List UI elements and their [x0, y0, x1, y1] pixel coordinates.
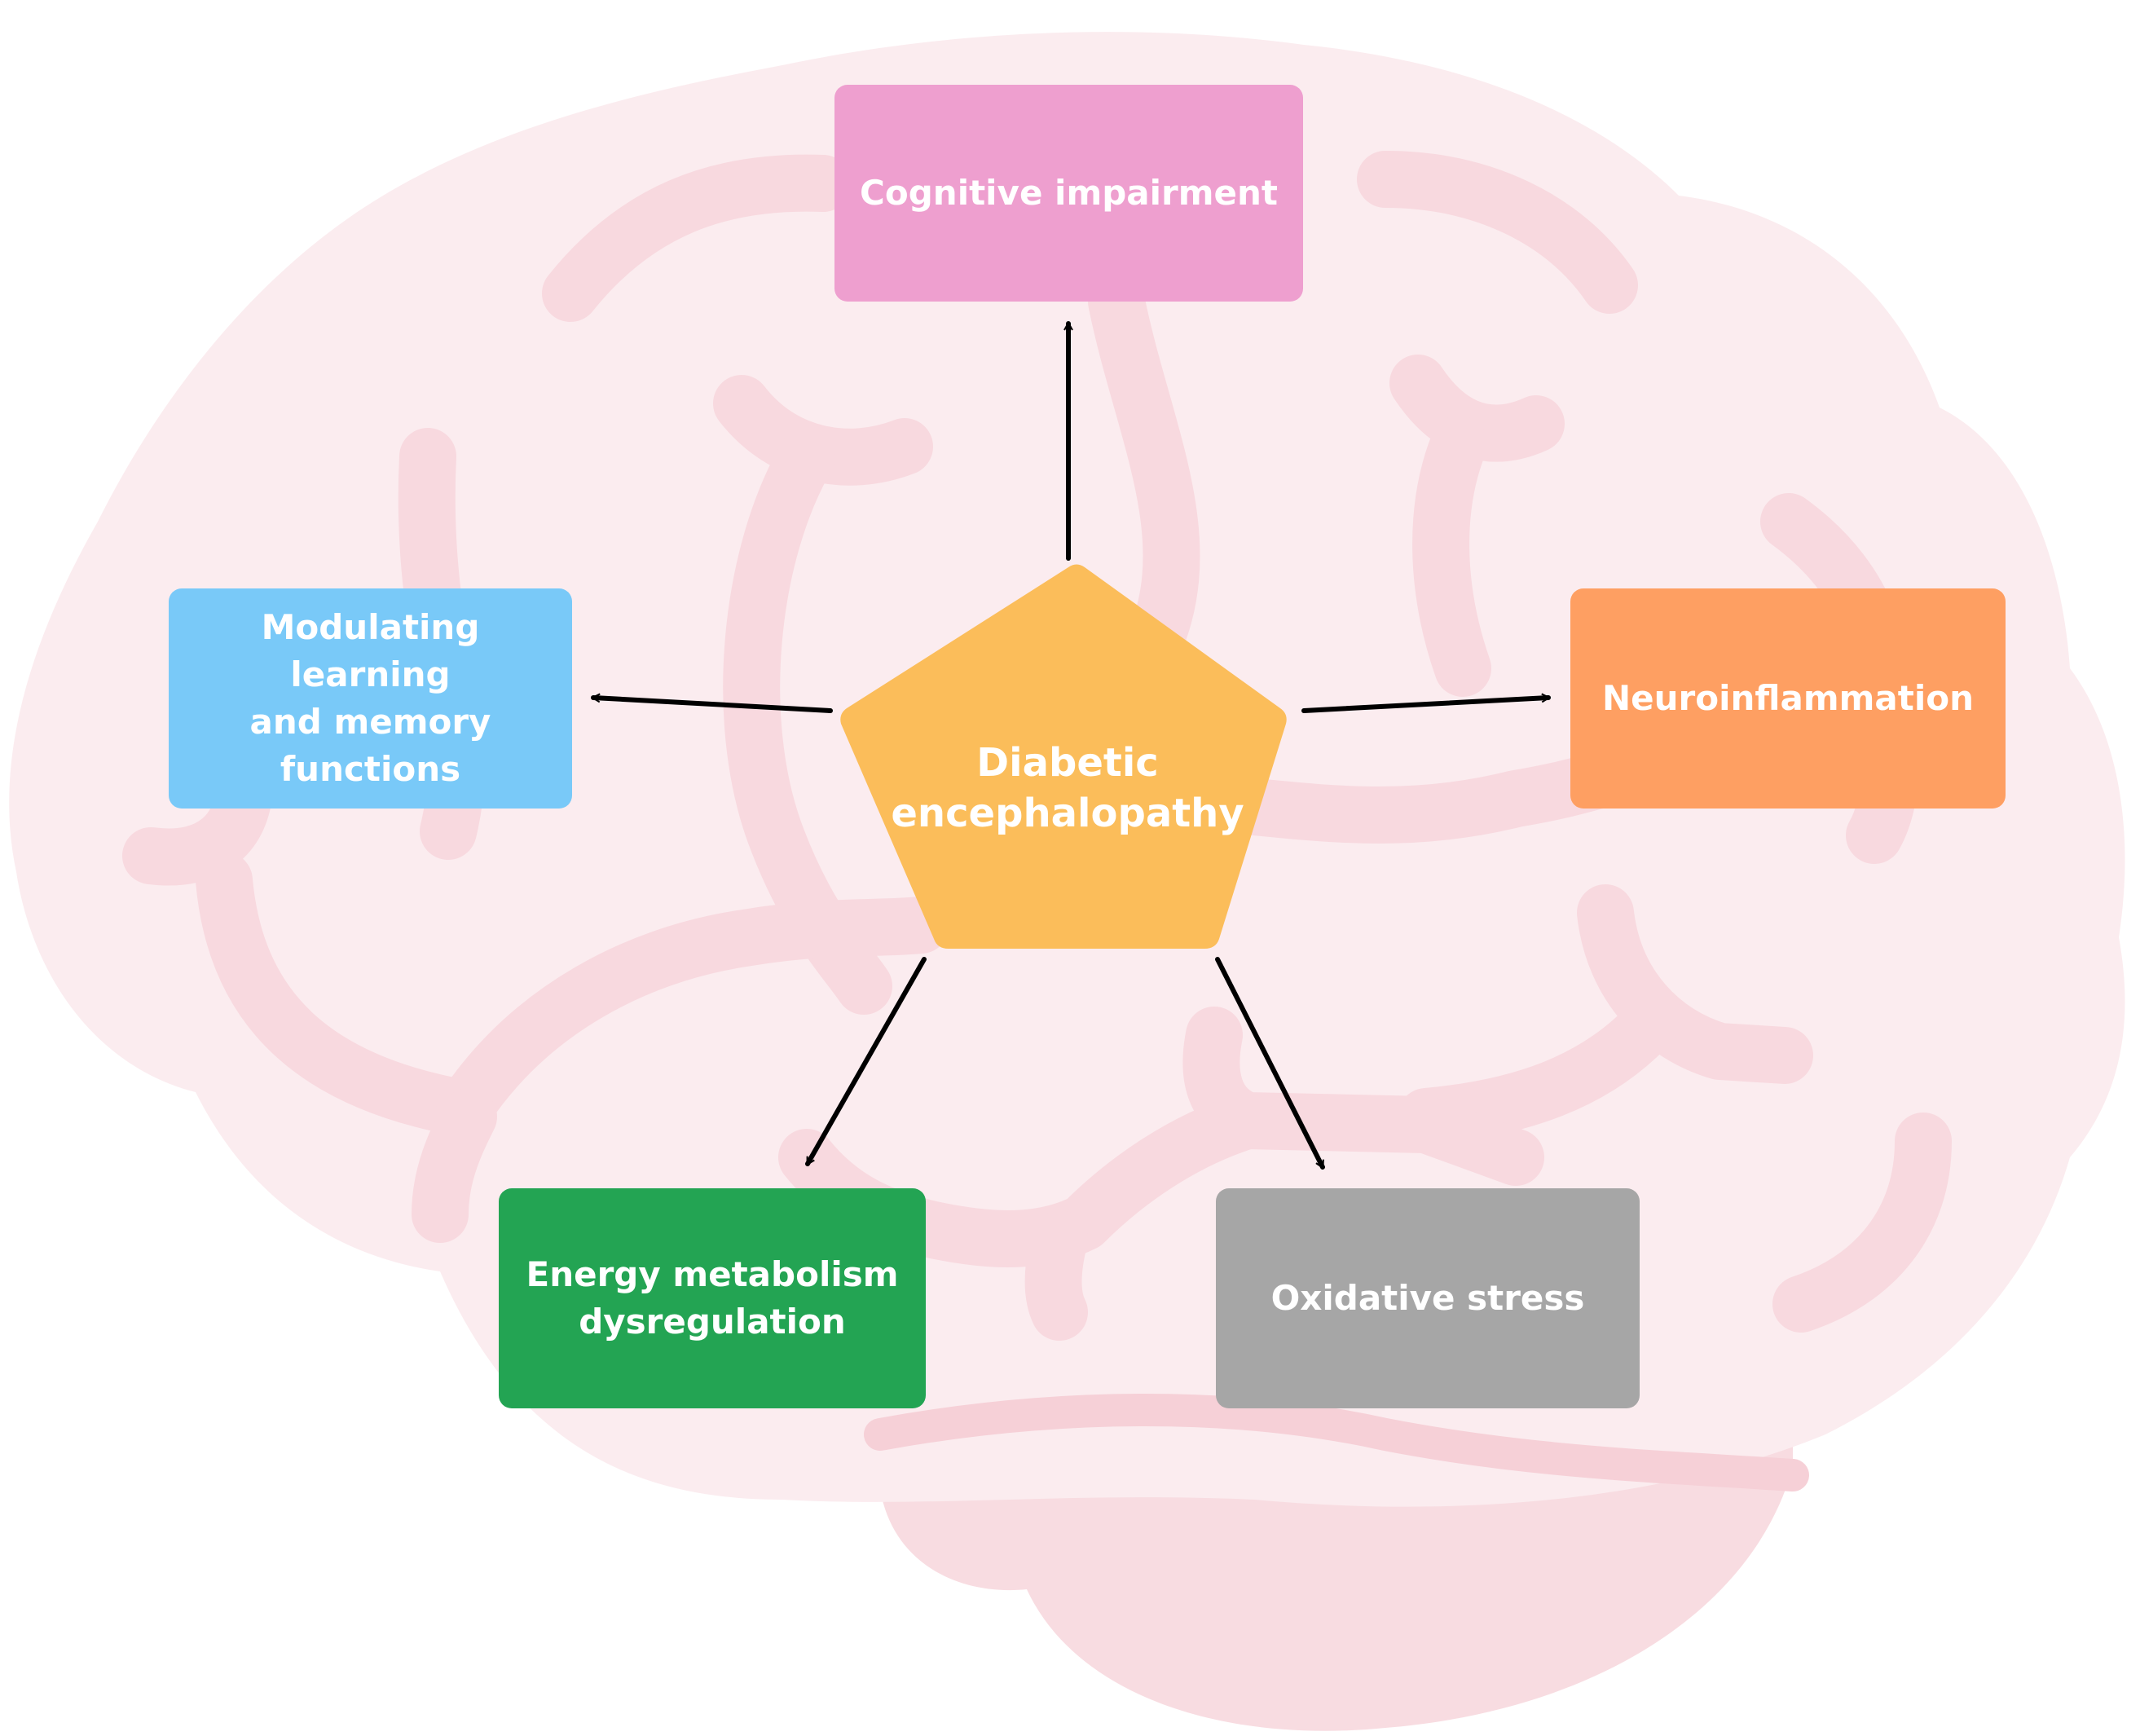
node-label: Neuroinflammation	[1602, 678, 1974, 719]
brain-fold	[1088, 273, 1200, 664]
brain-fold	[542, 154, 852, 322]
brain-fold	[196, 852, 493, 1137]
center-label: Diabetic encephalopathy	[864, 738, 1271, 839]
node-oxidative-stress: Oxidative stress	[1216, 1188, 1640, 1408]
brain-fold	[1024, 1210, 1088, 1341]
node-label: Oxidative stress	[1270, 1278, 1585, 1319]
brain-fold	[436, 897, 949, 1137]
brain-fold	[1357, 151, 1638, 314]
node-label-line1: Modulating learning	[261, 607, 480, 695]
node-modulating-learning-memory: Modulating learning and memory functions	[169, 588, 572, 809]
brain-fold	[412, 1088, 497, 1243]
node-cognitive-impairment: Cognitive impairment	[834, 85, 1303, 302]
arrow-to-energy-metabolism	[805, 957, 927, 1166]
arrow-to-learning-memory	[593, 698, 833, 713]
node-neuroinflammation: Neuroinflammation	[1570, 588, 2006, 809]
arrows	[593, 321, 1548, 1170]
brain-lower-edge	[864, 1394, 1809, 1491]
center-label-line2: encephalopathy	[891, 791, 1244, 837]
center-pentagon	[840, 564, 1287, 949]
brain-fold	[1412, 416, 1491, 697]
node-label-line2: dysregulation	[579, 1302, 846, 1342]
node-label: Cognitive impairment	[860, 173, 1278, 214]
brain-fold	[1772, 1113, 1952, 1333]
arrow-to-neuroinflammation	[1301, 698, 1548, 713]
arrow-to-oxidative-stress	[1215, 957, 1325, 1170]
brain-fold	[909, 1092, 1275, 1267]
node-label-line2: and memory functions	[249, 702, 491, 789]
center-label-line1: Diabetic	[976, 740, 1159, 786]
node-energy-metabolism-dysregulation: Energy metabolism dysregulation	[499, 1188, 926, 1408]
node-label-line1: Energy metabolism	[526, 1254, 899, 1295]
